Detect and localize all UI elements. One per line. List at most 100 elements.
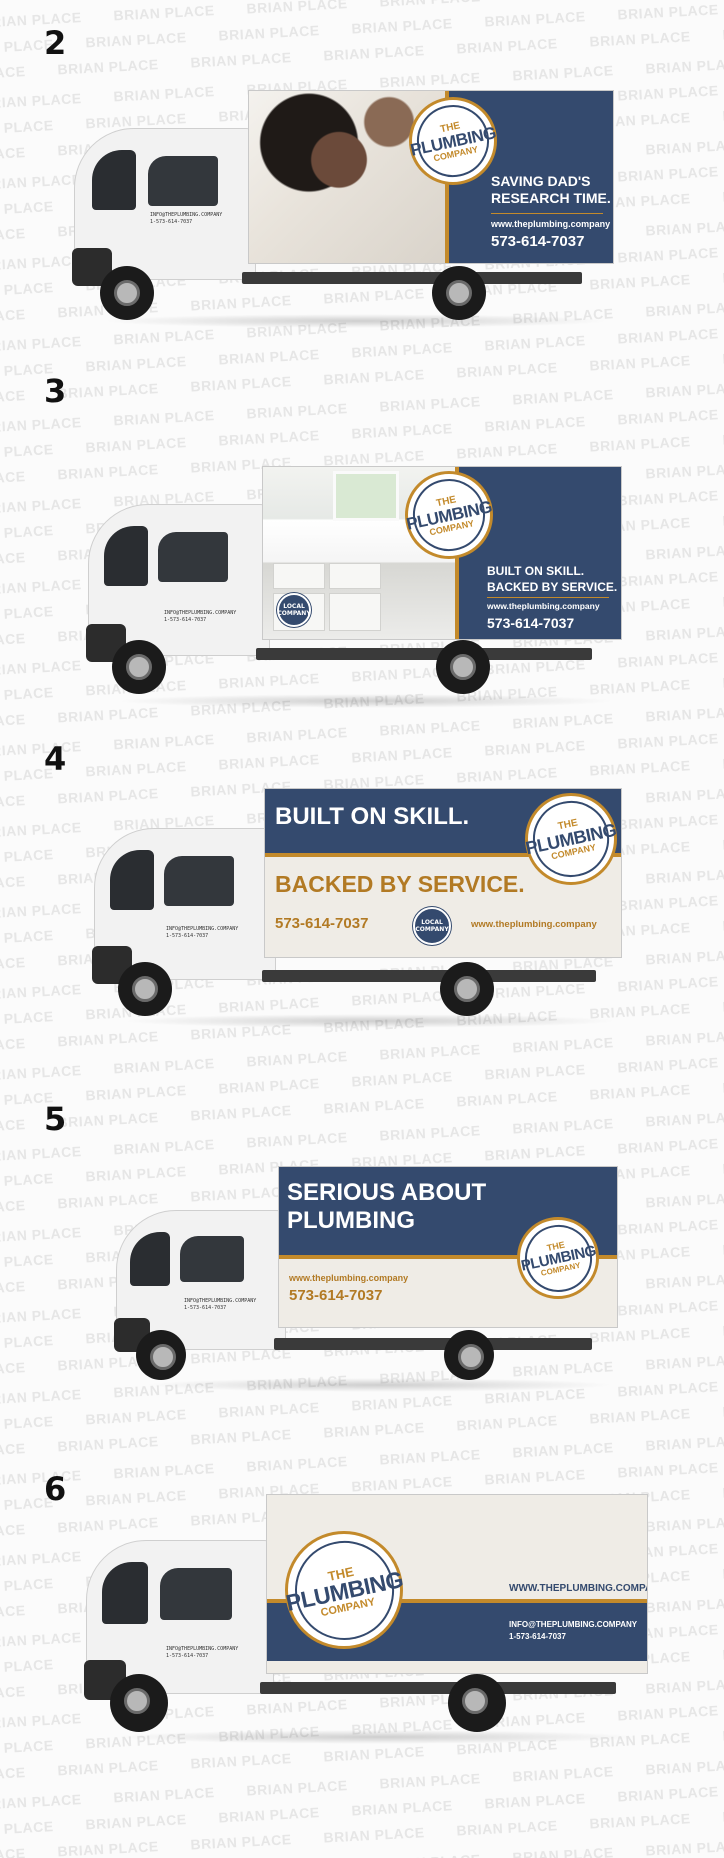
watermark-text: BRIAN PLACE xyxy=(0,144,26,165)
watermark-text: BRIAN PLACE xyxy=(246,1777,348,1799)
watermark-text: BRIAN PLACE xyxy=(0,927,54,948)
headline: SERIOUS ABOUT PLUMBING xyxy=(287,1179,487,1234)
watermark-text: BRIAN PLACE xyxy=(617,244,719,266)
watermark-row: BRIAN PLACE BRIAN PLACE BRIAN PLACE BRIAN P… xyxy=(0,703,724,760)
contact-info: INFO@THEPLUMBING.COMPANY 1-573-614-7037 xyxy=(509,1620,638,1641)
watermark-text: BRIAN PLACE xyxy=(57,380,159,402)
watermark-text: BRIAN PLACE xyxy=(0,684,54,705)
watermark-text: BRIAN PLACE xyxy=(379,1041,481,1063)
watermark-text: BRIAN PLACE xyxy=(0,711,26,732)
watermark-text: BRIAN PLACE xyxy=(645,865,724,887)
side-window xyxy=(160,1568,232,1620)
watermark-text: BRIAN PLACE xyxy=(645,1108,724,1130)
watermark-text: BRIAN PLACE xyxy=(113,2,215,24)
watermark-text: BRIAN PLACE xyxy=(645,379,724,401)
cargo-box: THE PLUMBING COMPANY SAVING DAD'S RESEAR… xyxy=(248,90,614,264)
front-wheel xyxy=(100,266,154,320)
watermark-text: BRIAN PLACE xyxy=(323,366,425,388)
website: www.theplumbing.company xyxy=(487,601,600,611)
watermark-text: BRIAN PLACE xyxy=(645,1189,724,1211)
side-window xyxy=(180,1236,244,1282)
watermark-text: BRIAN PLACE xyxy=(0,846,54,867)
watermark-text: BRIAN PLACE xyxy=(0,630,26,651)
watermark-text: BRIAN PLACE xyxy=(645,1513,724,1535)
watermark-text: BRIAN PLACE xyxy=(351,15,453,37)
watermark-text: BRIAN PLACE xyxy=(0,954,26,975)
watermark-text: BRIAN PLACE xyxy=(589,757,691,779)
watermark-text: BRIAN PLACE xyxy=(617,1216,719,1238)
watermark-text: BRIAN PLACE xyxy=(0,1575,54,1596)
watermark-text: BRIAN PLACE xyxy=(645,1270,724,1292)
watermark-text: BRIAN PLACE xyxy=(645,784,724,806)
watermark-text: BRIAN PLACE xyxy=(617,811,719,833)
chassis xyxy=(262,970,596,982)
side-window xyxy=(148,156,218,206)
chassis xyxy=(260,1682,616,1694)
watermark-text: BRIAN PLACE xyxy=(484,8,586,30)
watermark-row: BRIAN PLACEBRIAN PLACEBRIAN PLACEBRIAN P… xyxy=(0,325,724,381)
watermark-text: BRIAN PLACE xyxy=(57,1109,159,1131)
watermark-text: BRIAN PLACE xyxy=(617,568,719,590)
watermark-text: BRIAN PLACE xyxy=(246,400,348,422)
watermark-row: BRIAN PLACEBRIAN PLACEBRIAN PLACEBRIAN P… xyxy=(0,0,724,30)
watermark-text: BRIAN PLACE xyxy=(0,1845,26,1858)
watermark-text: BRIAN PLACE xyxy=(617,1054,719,1076)
watermark-text: BRIAN PLACE xyxy=(0,63,26,84)
website: www.theplumbing.company xyxy=(471,919,597,930)
cargo-box: SERIOUS ABOUT PLUMBING www.theplumbing.c… xyxy=(278,1166,618,1328)
watermark-text: BRIAN PLACE xyxy=(190,49,292,71)
watermark-text: BRIAN PLACE xyxy=(351,744,453,766)
company-logo: THE PLUMBING COMPANY xyxy=(517,1217,599,1299)
watermark-text: BRIAN PLACE xyxy=(113,326,215,348)
front-wheel xyxy=(112,640,166,694)
watermark-text: BRIAN PLACE xyxy=(113,1136,215,1158)
watermark-text: BRIAN PLACE xyxy=(0,900,82,922)
watermark-text: BRIAN PLACE xyxy=(0,1440,26,1461)
watermark-text: BRIAN PLACE xyxy=(512,1763,614,1785)
headline: BUILT ON SKILL. BACKED BY SERVICE. xyxy=(487,564,618,594)
watermark-text: BRIAN PLACE xyxy=(0,819,82,841)
watermark-text: BRIAN PLACE xyxy=(85,758,187,780)
watermark-text: BRIAN PLACE xyxy=(645,703,724,725)
watermark-text: BRIAN PLACE xyxy=(589,1405,691,1427)
watermark-text: BRIAN PLACE xyxy=(379,1446,481,1468)
watermark-text: BRIAN PLACE xyxy=(0,1602,26,1623)
watermark-text: BRIAN PLACE xyxy=(218,1804,320,1826)
headline-top: BUILT ON SKILL. xyxy=(275,803,470,830)
watermark-text: BRIAN PLACE xyxy=(57,1757,159,1779)
watermark-text: BRIAN PLACE xyxy=(113,1460,215,1482)
watermark-text: BRIAN PLACE xyxy=(323,1419,425,1441)
side-window xyxy=(158,532,228,582)
watermark-text: BRIAN PLACE xyxy=(456,359,558,381)
watermark-text: BRIAN PLACE xyxy=(0,1305,82,1327)
watermark-row: BRIAN PLACEBRIAN PLACEBRIAN PLACEBRIAN P… xyxy=(0,1783,724,1839)
watermark-text: BRIAN PLACE xyxy=(57,56,159,78)
watermark-text: BRIAN PLACE xyxy=(0,738,82,760)
chassis xyxy=(256,648,592,660)
rear-wheel xyxy=(444,1330,494,1380)
windshield xyxy=(102,1562,148,1624)
company-logo: THE PLUMBING COMPANY xyxy=(405,471,493,559)
watermark-text: BRIAN PLACE xyxy=(0,1224,82,1246)
windshield xyxy=(104,526,148,586)
watermark-text: BRIAN PLACE xyxy=(351,1068,453,1090)
watermark-text: BRIAN PLACE xyxy=(645,1594,724,1616)
watermark-text: BRIAN PLACE xyxy=(484,737,586,759)
cargo-box: BUILT ON SKILL. BACKED BY SERVICE. 573-6… xyxy=(264,788,622,958)
watermark-text: BRIAN PLACE xyxy=(0,252,82,274)
watermark-text: BRIAN PLACE xyxy=(0,171,82,193)
watermark-text: BRIAN PLACE xyxy=(589,1081,691,1103)
watermark-text: BRIAN PLACE xyxy=(246,0,348,17)
design-number: 4 xyxy=(44,740,67,778)
watermark-text: BRIAN PLACE xyxy=(0,603,54,624)
website: WWW.THEPLUMBING.COMPANY xyxy=(509,1583,647,1594)
watermark-text: BRIAN PLACE xyxy=(456,1412,558,1434)
watermark-text: BRIAN PLACE xyxy=(246,1129,348,1151)
watermark-text: BRIAN PLACE xyxy=(218,1075,320,1097)
watermark-text: BRIAN PLACE xyxy=(0,873,26,894)
phone: 573-614-7037 xyxy=(275,915,369,932)
watermark-text: BRIAN PLACE xyxy=(645,136,724,158)
